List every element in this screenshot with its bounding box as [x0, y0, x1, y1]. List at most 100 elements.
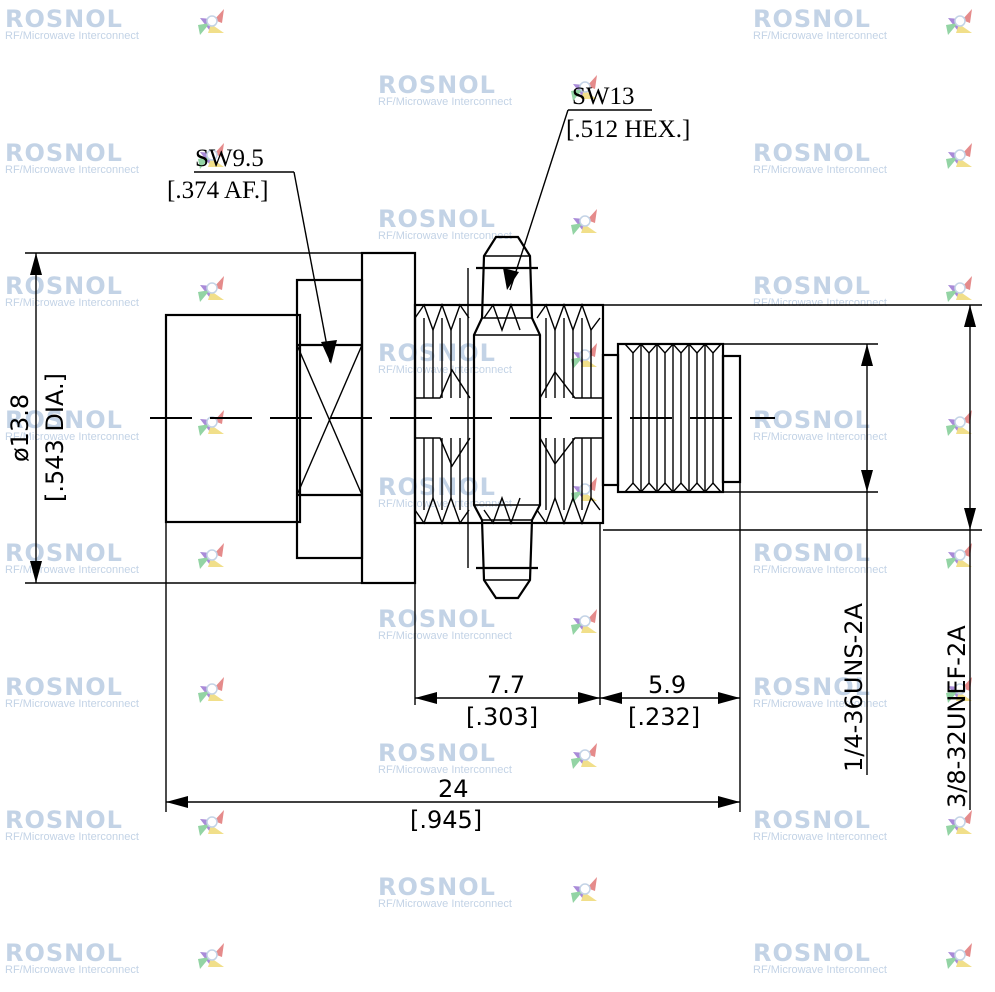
watermark-tagline: RF/Microwave Interconnect	[378, 498, 512, 510]
sw95-arrowhead	[321, 340, 337, 364]
dimension-overall-length: 24 [.945]	[165, 522, 740, 834]
watermark-star-icon	[197, 942, 225, 970]
watermark-star-icon	[945, 8, 973, 36]
watermark-tagline: RF/Microwave Interconnect	[378, 764, 512, 776]
watermark-star-icon	[197, 409, 225, 437]
watermark-tagline: RF/Microwave Interconnect	[753, 164, 887, 176]
watermark-brand: ROSNOL	[5, 5, 123, 33]
sw13-sub-label: [.512 HEX.]	[566, 116, 690, 143]
watermark-tagline: RF/Microwave Interconnect	[378, 230, 512, 242]
diameter-imperial: [.543 DIA.]	[41, 373, 69, 502]
watermark-star-icon	[570, 476, 598, 504]
thread-teeth-upper	[414, 302, 601, 333]
watermark-brand: ROSNOL	[753, 539, 871, 567]
watermark-brand: ROSNOL	[5, 939, 123, 967]
watermark-tagline: RF/Microwave Interconnect	[753, 564, 887, 576]
watermark-brand: ROSNOL	[5, 673, 123, 701]
watermark-brand: ROSNOL	[378, 339, 496, 367]
sw13-label: SW13	[572, 83, 635, 110]
watermark-star-icon	[197, 8, 225, 36]
watermark-brand: ROSNOL	[5, 806, 123, 834]
thread-large-label: 3/8-32UNEF-2A	[943, 625, 971, 808]
sw95-leader	[293, 171, 331, 363]
sw13-arrowhead	[503, 268, 519, 290]
watermark-brand: ROSNOL	[753, 272, 871, 300]
sw95-sub-label: [.374 AF.]	[167, 177, 268, 204]
jack-length-imperial: [.232]	[628, 703, 700, 731]
watermark-tagline: RF/Microwave Interconnect	[5, 431, 139, 443]
watermark-tagline: RF/Microwave Interconnect	[5, 564, 139, 576]
watermark-brand: ROSNOL	[5, 139, 123, 167]
thread-root-lines	[423, 318, 592, 510]
watermark-star-icon	[570, 342, 598, 370]
jack-length-value: 5.9	[648, 671, 686, 699]
watermark-star-icon	[945, 142, 973, 170]
sw13-leader	[509, 109, 569, 291]
watermark-brand: ROSNOL	[378, 605, 496, 633]
watermark-brand: ROSNOL	[753, 406, 871, 434]
watermark-tagline: RF/Microwave Interconnect	[378, 96, 512, 108]
watermark-brand: ROSNOL	[753, 673, 871, 701]
watermark-tagline: RF/Microwave Interconnect	[753, 831, 887, 843]
watermark-brand: ROSNOL	[378, 205, 496, 233]
watermark-tagline: RF/Microwave Interconnect	[753, 964, 887, 976]
callout-sw95: SW9.5 [.374 AF.]	[167, 145, 337, 364]
watermark-star-icon	[197, 676, 225, 704]
watermark-tagline: RF/Microwave Interconnect	[5, 297, 139, 309]
watermark-star-icon	[570, 742, 598, 770]
dimension-thread-length: 7.7 [.303]	[414, 523, 601, 731]
watermark-brand: ROSNOL	[753, 5, 871, 33]
watermark-star-icon	[945, 275, 973, 303]
watermark-brand: ROSNOL	[378, 873, 496, 901]
watermark-star-icon	[570, 876, 598, 904]
overall-length-imperial: [.945]	[410, 806, 482, 834]
dimension-jack-length: 5.9 [.232]	[600, 482, 741, 812]
watermark-star-icon	[945, 809, 973, 837]
watermark-star-icon	[945, 409, 973, 437]
thread-notches	[415, 368, 603, 468]
watermark-star-icon	[945, 942, 973, 970]
watermark-star-icon	[197, 542, 225, 570]
jack-body	[601, 353, 620, 487]
watermark-tagline: RF/Microwave Interconnect	[5, 30, 139, 42]
watermark-brand: ROSNOL	[378, 739, 496, 767]
watermark-tagline: RF/Microwave Interconnect	[753, 431, 887, 443]
thread-length-imperial: [.303]	[466, 703, 538, 731]
watermark-star-icon	[945, 542, 973, 570]
watermark-tagline: RF/Microwave Interconnect	[5, 698, 139, 710]
watermark-tagline: RF/Microwave Interconnect	[753, 30, 887, 42]
thread-length-value: 7.7	[487, 671, 525, 699]
watermark-brand: ROSNOL	[5, 406, 123, 434]
watermark-brand: ROSNOL	[5, 272, 123, 300]
watermark-brand: ROSNOL	[753, 806, 871, 834]
watermark-tagline: RF/Microwave Interconnect	[753, 698, 887, 710]
overall-length-value: 24	[438, 775, 469, 803]
watermark-tagline: RF/Microwave Interconnect	[378, 364, 512, 376]
diameter-value: ø13.8	[6, 394, 34, 462]
watermark-brand: ROSNOL	[378, 71, 496, 99]
sw95-label: SW9.5	[195, 145, 264, 172]
thread-small-label: 1/4-36UNS-2A	[840, 602, 868, 772]
dimension-body-diameter: ø13.8 [.543 DIA.]	[6, 252, 362, 584]
